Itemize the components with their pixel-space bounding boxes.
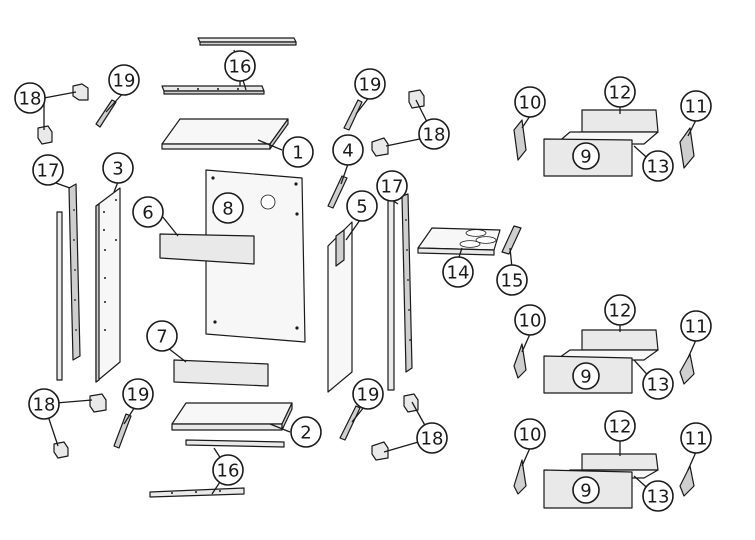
part-16-top-rail xyxy=(197,37,297,46)
callout-1-label: 1 xyxy=(292,143,303,164)
callout-18-upper-left-label: 18 xyxy=(19,89,42,110)
callout-12-drawer3-label: 12 xyxy=(609,417,632,438)
callout-19-upper-left: 19 xyxy=(108,64,140,96)
callout-3: 3 xyxy=(102,152,134,184)
part-2-bottom-panel xyxy=(171,402,293,431)
callout-19-upper-left-label: 19 xyxy=(113,71,136,92)
callout-16-bottom: 16 xyxy=(212,454,244,486)
callout-9-drawer3-label: 9 xyxy=(580,481,591,502)
part-16-rail-lower-b xyxy=(149,487,245,498)
callout-11-drawer1-label: 11 xyxy=(685,97,708,118)
callout-10-drawer1: 10 xyxy=(514,86,546,118)
callout-13-drawer1-label: 13 xyxy=(647,157,670,178)
part-17-left-strips xyxy=(56,183,81,381)
part-7-rail xyxy=(173,359,269,387)
callout-17-left: 17 xyxy=(32,154,64,186)
callout-2-label: 2 xyxy=(300,423,311,444)
callout-13-drawer3: 13 xyxy=(642,480,674,512)
part-6-rail xyxy=(159,233,255,265)
part-5-side-panel xyxy=(327,221,353,393)
callout-10-drawer3-label: 10 xyxy=(519,425,542,446)
callout-4: 4 xyxy=(332,134,364,166)
callout-8: 8 xyxy=(212,192,244,224)
callout-17-right: 17 xyxy=(376,170,408,202)
callout-7-label: 7 xyxy=(156,327,167,348)
callout-12-drawer1-label: 12 xyxy=(609,83,632,104)
callout-18-upper-left: 18 xyxy=(14,82,46,114)
callout-1: 1 xyxy=(282,136,314,168)
callout-8-label: 8 xyxy=(222,199,233,220)
callout-11-drawer3: 11 xyxy=(680,422,712,454)
part-3-side-panel xyxy=(95,187,121,383)
part-17-right-strips xyxy=(387,193,413,391)
part-15-strip xyxy=(501,225,522,255)
part-14-shelf xyxy=(417,227,501,256)
callout-11-drawer2-label: 11 xyxy=(685,317,708,338)
part-19-strip-upper-right xyxy=(343,99,363,131)
part-16-rail-lower-a xyxy=(185,439,285,448)
callout-5: 5 xyxy=(346,190,378,222)
callout-12-drawer1: 12 xyxy=(604,76,636,108)
callout-17-left-label: 17 xyxy=(37,161,60,182)
callout-19-lower-right: 19 xyxy=(352,378,384,410)
callout-13-drawer2-label: 13 xyxy=(647,375,670,396)
part-19-strip-lower-left xyxy=(113,413,132,449)
callout-19-lower-left: 19 xyxy=(122,378,154,410)
callout-12-drawer3: 12 xyxy=(604,410,636,442)
callout-14: 14 xyxy=(442,256,474,288)
callout-10-drawer2: 10 xyxy=(514,304,546,336)
callout-10-drawer1-label: 10 xyxy=(519,93,542,114)
callout-9-drawer3: 9 xyxy=(572,476,600,504)
callout-6-label: 6 xyxy=(142,203,153,224)
callout-5-label: 5 xyxy=(356,197,367,218)
callout-11-drawer1: 11 xyxy=(680,90,712,122)
part-19-strip-lower-right xyxy=(339,405,361,441)
part-18-bracket-upper-right xyxy=(371,89,425,157)
callout-13-drawer1: 13 xyxy=(642,150,674,182)
callout-16-top-label: 16 xyxy=(229,57,252,78)
callout-14-label: 14 xyxy=(447,263,470,284)
callout-15: 15 xyxy=(496,264,528,296)
drawer-assembly-2 xyxy=(513,329,695,394)
callout-19-upper-right-label: 19 xyxy=(359,75,382,96)
callout-18-lower-right: 18 xyxy=(416,422,448,454)
callout-19-upper-right: 19 xyxy=(354,68,386,100)
callout-9-drawer2-label: 9 xyxy=(580,367,591,388)
callout-9-drawer1-label: 9 xyxy=(580,147,591,168)
callout-18-lower-left-label: 18 xyxy=(33,395,56,416)
callout-11-drawer3-label: 11 xyxy=(685,429,708,450)
callout-9-drawer2: 9 xyxy=(572,362,600,390)
part-1-top-panel xyxy=(161,118,289,150)
callout-16-top: 16 xyxy=(224,50,256,82)
part-4-strip xyxy=(327,175,348,209)
callout-18-lower-right-label: 18 xyxy=(421,429,444,450)
part-18-bracket-upper-left xyxy=(37,83,89,145)
callout-10-drawer3: 10 xyxy=(514,418,546,450)
callout-17-right-label: 17 xyxy=(381,177,404,198)
callout-7: 7 xyxy=(146,320,178,352)
callout-12-drawer2-label: 12 xyxy=(609,301,632,322)
callout-18-upper-right-label: 18 xyxy=(423,125,446,146)
callout-2: 2 xyxy=(290,416,322,448)
callout-12-drawer2: 12 xyxy=(604,294,636,326)
callout-19-lower-left-label: 19 xyxy=(127,385,150,406)
callout-13-drawer3-label: 13 xyxy=(647,487,670,508)
callout-3-label: 3 xyxy=(112,159,123,180)
callout-10-drawer2-label: 10 xyxy=(519,311,542,332)
callout-11-drawer2: 11 xyxy=(680,310,712,342)
callout-19-lower-right-label: 19 xyxy=(357,385,380,406)
callout-15-label: 15 xyxy=(501,271,524,292)
callout-18-lower-left: 18 xyxy=(28,388,60,420)
callout-13-drawer2: 13 xyxy=(642,368,674,400)
callout-16-bottom-label: 16 xyxy=(217,461,240,482)
callout-9-drawer1: 9 xyxy=(572,142,600,170)
callout-6: 6 xyxy=(132,196,164,228)
callout-18-upper-right: 18 xyxy=(418,118,450,150)
part-18-bracket-lower-left xyxy=(53,393,107,459)
callout-4-label: 4 xyxy=(342,141,353,162)
part-16-rail-lower xyxy=(161,85,265,95)
